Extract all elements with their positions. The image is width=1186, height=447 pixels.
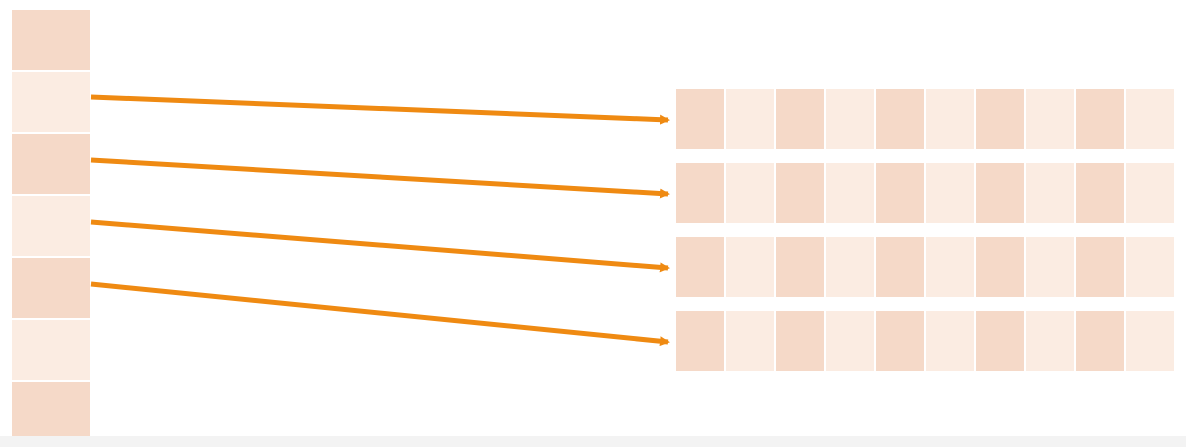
target-cell [926,163,974,223]
target-cell [976,237,1024,297]
target-cell [1076,163,1124,223]
target-cell [1076,89,1124,149]
target-cell [976,163,1024,223]
target-cell [1026,311,1074,371]
target-row [676,163,1174,223]
target-cell [876,163,924,223]
target-cell [676,89,724,149]
target-cell [676,311,724,371]
source-cell [12,382,90,442]
target-cell [726,311,774,371]
target-cell [876,89,924,149]
target-cell [776,89,824,149]
target-cell [776,237,824,297]
source-cell [12,10,90,70]
target-cell [1076,237,1124,297]
source-cell [12,258,90,318]
target-cell [726,237,774,297]
target-cell [726,163,774,223]
target-cell [1026,89,1074,149]
target-cell [1126,311,1174,371]
target-cell [876,237,924,297]
target-cell [676,237,724,297]
target-cell [826,311,874,371]
source-column [12,10,90,442]
mapping-arrow [90,157,670,199]
bottom-strip [0,436,1186,447]
target-cell [1076,311,1124,371]
target-cell [926,311,974,371]
mapping-arrows [90,94,670,347]
target-cell [726,89,774,149]
target-row [676,89,1174,149]
target-cell [1126,163,1174,223]
target-cell [1026,237,1074,297]
target-cell [826,89,874,149]
target-cell [826,237,874,297]
target-cell [776,311,824,371]
target-cell [1126,237,1174,297]
target-cell [876,311,924,371]
target-cell [976,311,1024,371]
target-cell [1026,163,1074,223]
target-row [676,311,1174,371]
source-cell [12,72,90,132]
mapping-arrow [90,94,670,125]
target-row [676,237,1174,297]
target-grid [676,89,1174,371]
mapping-arrow [90,219,670,273]
target-cell [826,163,874,223]
source-cell [12,320,90,380]
target-cell [976,89,1024,149]
mapping-arrow [90,281,670,347]
source-cell [12,196,90,256]
target-cell [676,163,724,223]
target-cell [926,237,974,297]
source-cell [12,134,90,194]
target-cell [776,163,824,223]
target-cell [1126,89,1174,149]
target-cell [926,89,974,149]
